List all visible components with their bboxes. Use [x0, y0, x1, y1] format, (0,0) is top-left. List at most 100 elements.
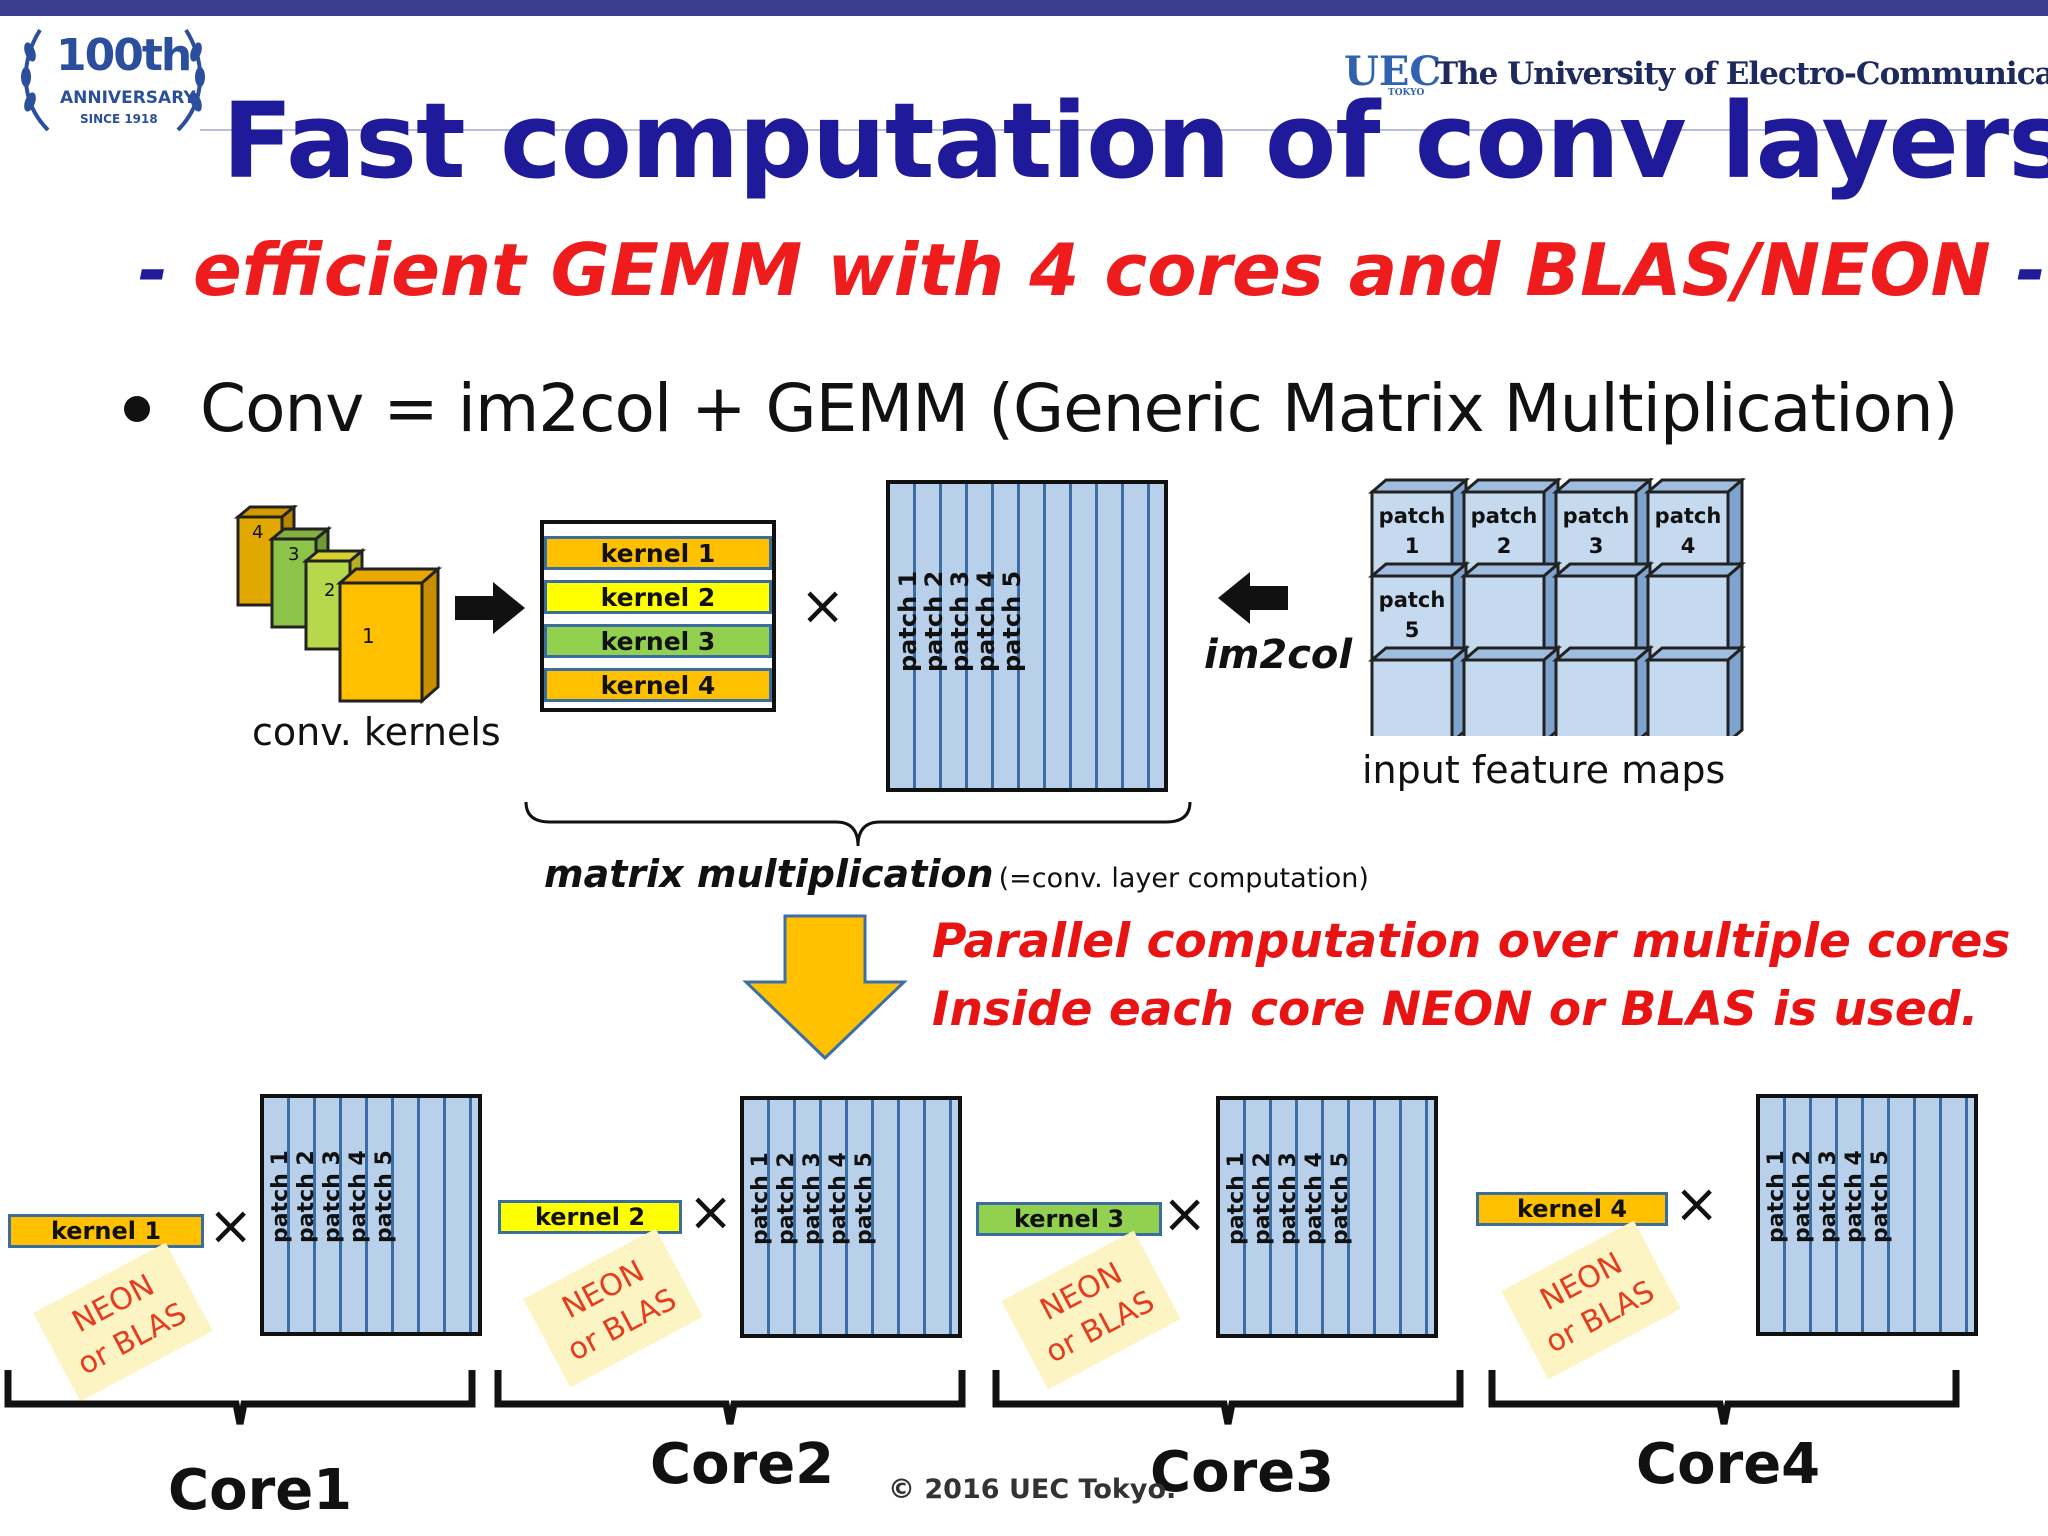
patch-column-label: patch 4	[972, 571, 1000, 673]
parallel-line-2: Inside each core NEON or BLAS is used.	[932, 982, 1979, 1037]
patch-column-label: patch 1	[894, 571, 922, 673]
patch-stripe	[316, 1098, 342, 1332]
kernel-num-1: 1	[362, 624, 375, 648]
patch-stripe	[926, 1100, 952, 1334]
patch-stripe	[744, 1100, 770, 1334]
feature-patch-num: 5	[1404, 618, 1420, 642]
feature-cell	[1554, 574, 1638, 660]
input-feature-maps	[1367, 478, 1746, 736]
feature-patch-num: 2	[1496, 534, 1512, 558]
patch-stripe	[900, 1100, 926, 1334]
feature-patch-word: patch	[1378, 504, 1446, 528]
patch-stripe	[1246, 1100, 1272, 1334]
core-label: Core3	[1150, 1440, 1335, 1505]
feature-cell	[1646, 574, 1730, 660]
patch-stripe	[994, 484, 1020, 788]
core-kernel-bar: kernel 4	[1476, 1192, 1668, 1226]
patch-column-label: patch 5	[1868, 1150, 1893, 1244]
patch-column-label: patch 3	[946, 571, 974, 673]
patch-column-label: patch 5	[372, 1150, 397, 1244]
patch-column-label: patch 1	[748, 1152, 773, 1246]
kernel-row: kernel 2	[544, 580, 772, 614]
matmul-label: matrix multiplication	[544, 852, 994, 896]
patch-stripe	[1864, 1098, 1890, 1332]
university-name: The University of Electro-Communications	[1435, 56, 2048, 92]
feature-patch-word: patch	[1378, 588, 1446, 612]
times-sign: ×	[1674, 1172, 1720, 1235]
feature-cell	[1462, 658, 1546, 736]
patch-column-label: patch 2	[774, 1152, 799, 1246]
patch-stripe	[770, 1100, 796, 1334]
patch-column-label: patch 2	[920, 571, 948, 673]
patch-stripe	[1786, 1098, 1812, 1332]
patch-stripe	[1350, 1100, 1376, 1334]
patch-stripe	[1838, 1098, 1864, 1332]
patch-column-label: patch 3	[800, 1152, 825, 1246]
patch-stripe	[1916, 1098, 1942, 1332]
laurel-icon	[21, 28, 205, 132]
feature-cell-side	[1726, 644, 1744, 736]
conv-kernels-label: conv. kernels	[252, 710, 501, 754]
patch-stripe	[394, 1098, 420, 1332]
patch-column-label: patch 4	[1842, 1150, 1867, 1244]
matmul-note: (=conv. layer computation)	[998, 863, 1369, 894]
patch-stripe	[1890, 1098, 1916, 1332]
patch-column-label: patch 4	[1302, 1152, 1327, 1246]
patch-stripe	[1020, 484, 1046, 788]
patch-stripe	[1124, 484, 1150, 788]
feature-cell	[1370, 490, 1454, 576]
patch-column-label: patch 5	[1328, 1152, 1353, 1246]
feature-cell	[1462, 574, 1546, 660]
conv-kernel-stack	[233, 505, 442, 705]
patch-column-label: patch 3	[1276, 1152, 1301, 1246]
kernel-row: kernel 1	[544, 536, 772, 570]
patch-column-label: patch 2	[1250, 1152, 1275, 1246]
uec-logo-text: UEC	[1344, 48, 1442, 95]
uec-logo-sub: TOKYO	[1388, 88, 1425, 98]
core-label: Core1	[168, 1458, 353, 1523]
feature-cell	[1646, 658, 1730, 736]
patch-stripe	[1298, 1100, 1324, 1334]
patch-stripe	[1072, 484, 1098, 788]
patch-stripe	[290, 1098, 316, 1332]
kernel-row: kernel 3	[544, 624, 772, 658]
kernel-row: kernel 4	[544, 668, 772, 702]
kernel-num-3: 3	[288, 544, 300, 565]
feature-cell	[1370, 658, 1454, 736]
top-accent-bar	[0, 0, 2048, 16]
anniversary-word: ANNIVERSARY	[60, 88, 196, 108]
bullet-text: Conv = im2col + GEMM (Generic Matrix Mul…	[200, 370, 1958, 447]
feature-cell	[1462, 490, 1546, 576]
patch-column-label: patch 1	[1764, 1150, 1789, 1244]
page-subtitle: - efficient GEMM with 4 cores and BLAS/N…	[138, 228, 2046, 312]
uec-logo: UEC TOKYO	[1344, 48, 1442, 98]
patch-stripe	[848, 1100, 874, 1334]
core-kernel-bar: kernel 2	[498, 1200, 682, 1234]
curly-brace	[524, 801, 1192, 847]
anniversary-number: 100th	[56, 30, 192, 81]
patch-column-label: patch 5	[852, 1152, 877, 1246]
patch-column-label: patch 1	[1224, 1152, 1249, 1246]
input-feature-maps-label: input feature maps	[1362, 748, 1726, 792]
feature-cell	[1370, 574, 1454, 660]
feature-patch-num: 4	[1680, 534, 1696, 558]
subtitle-dash-left: -	[138, 228, 168, 312]
patch-stripe	[1760, 1098, 1786, 1332]
header-rule	[200, 129, 2048, 131]
patch-stripe	[264, 1098, 290, 1332]
core-label: Core2	[650, 1432, 835, 1497]
patch-stripe	[968, 484, 994, 788]
patch-stripe	[874, 1100, 900, 1334]
patch-column-label: patch 3	[320, 1150, 345, 1244]
im2col-label: im2col	[1204, 632, 1353, 678]
patch-column-label: patch 1	[268, 1150, 293, 1244]
core-kernel-bar: kernel 1	[8, 1214, 204, 1248]
patch-stripe	[1272, 1100, 1298, 1334]
patch-stripe	[1812, 1098, 1838, 1332]
patch-stripe	[916, 484, 942, 788]
subtitle-dash-right: -	[2015, 228, 2046, 312]
